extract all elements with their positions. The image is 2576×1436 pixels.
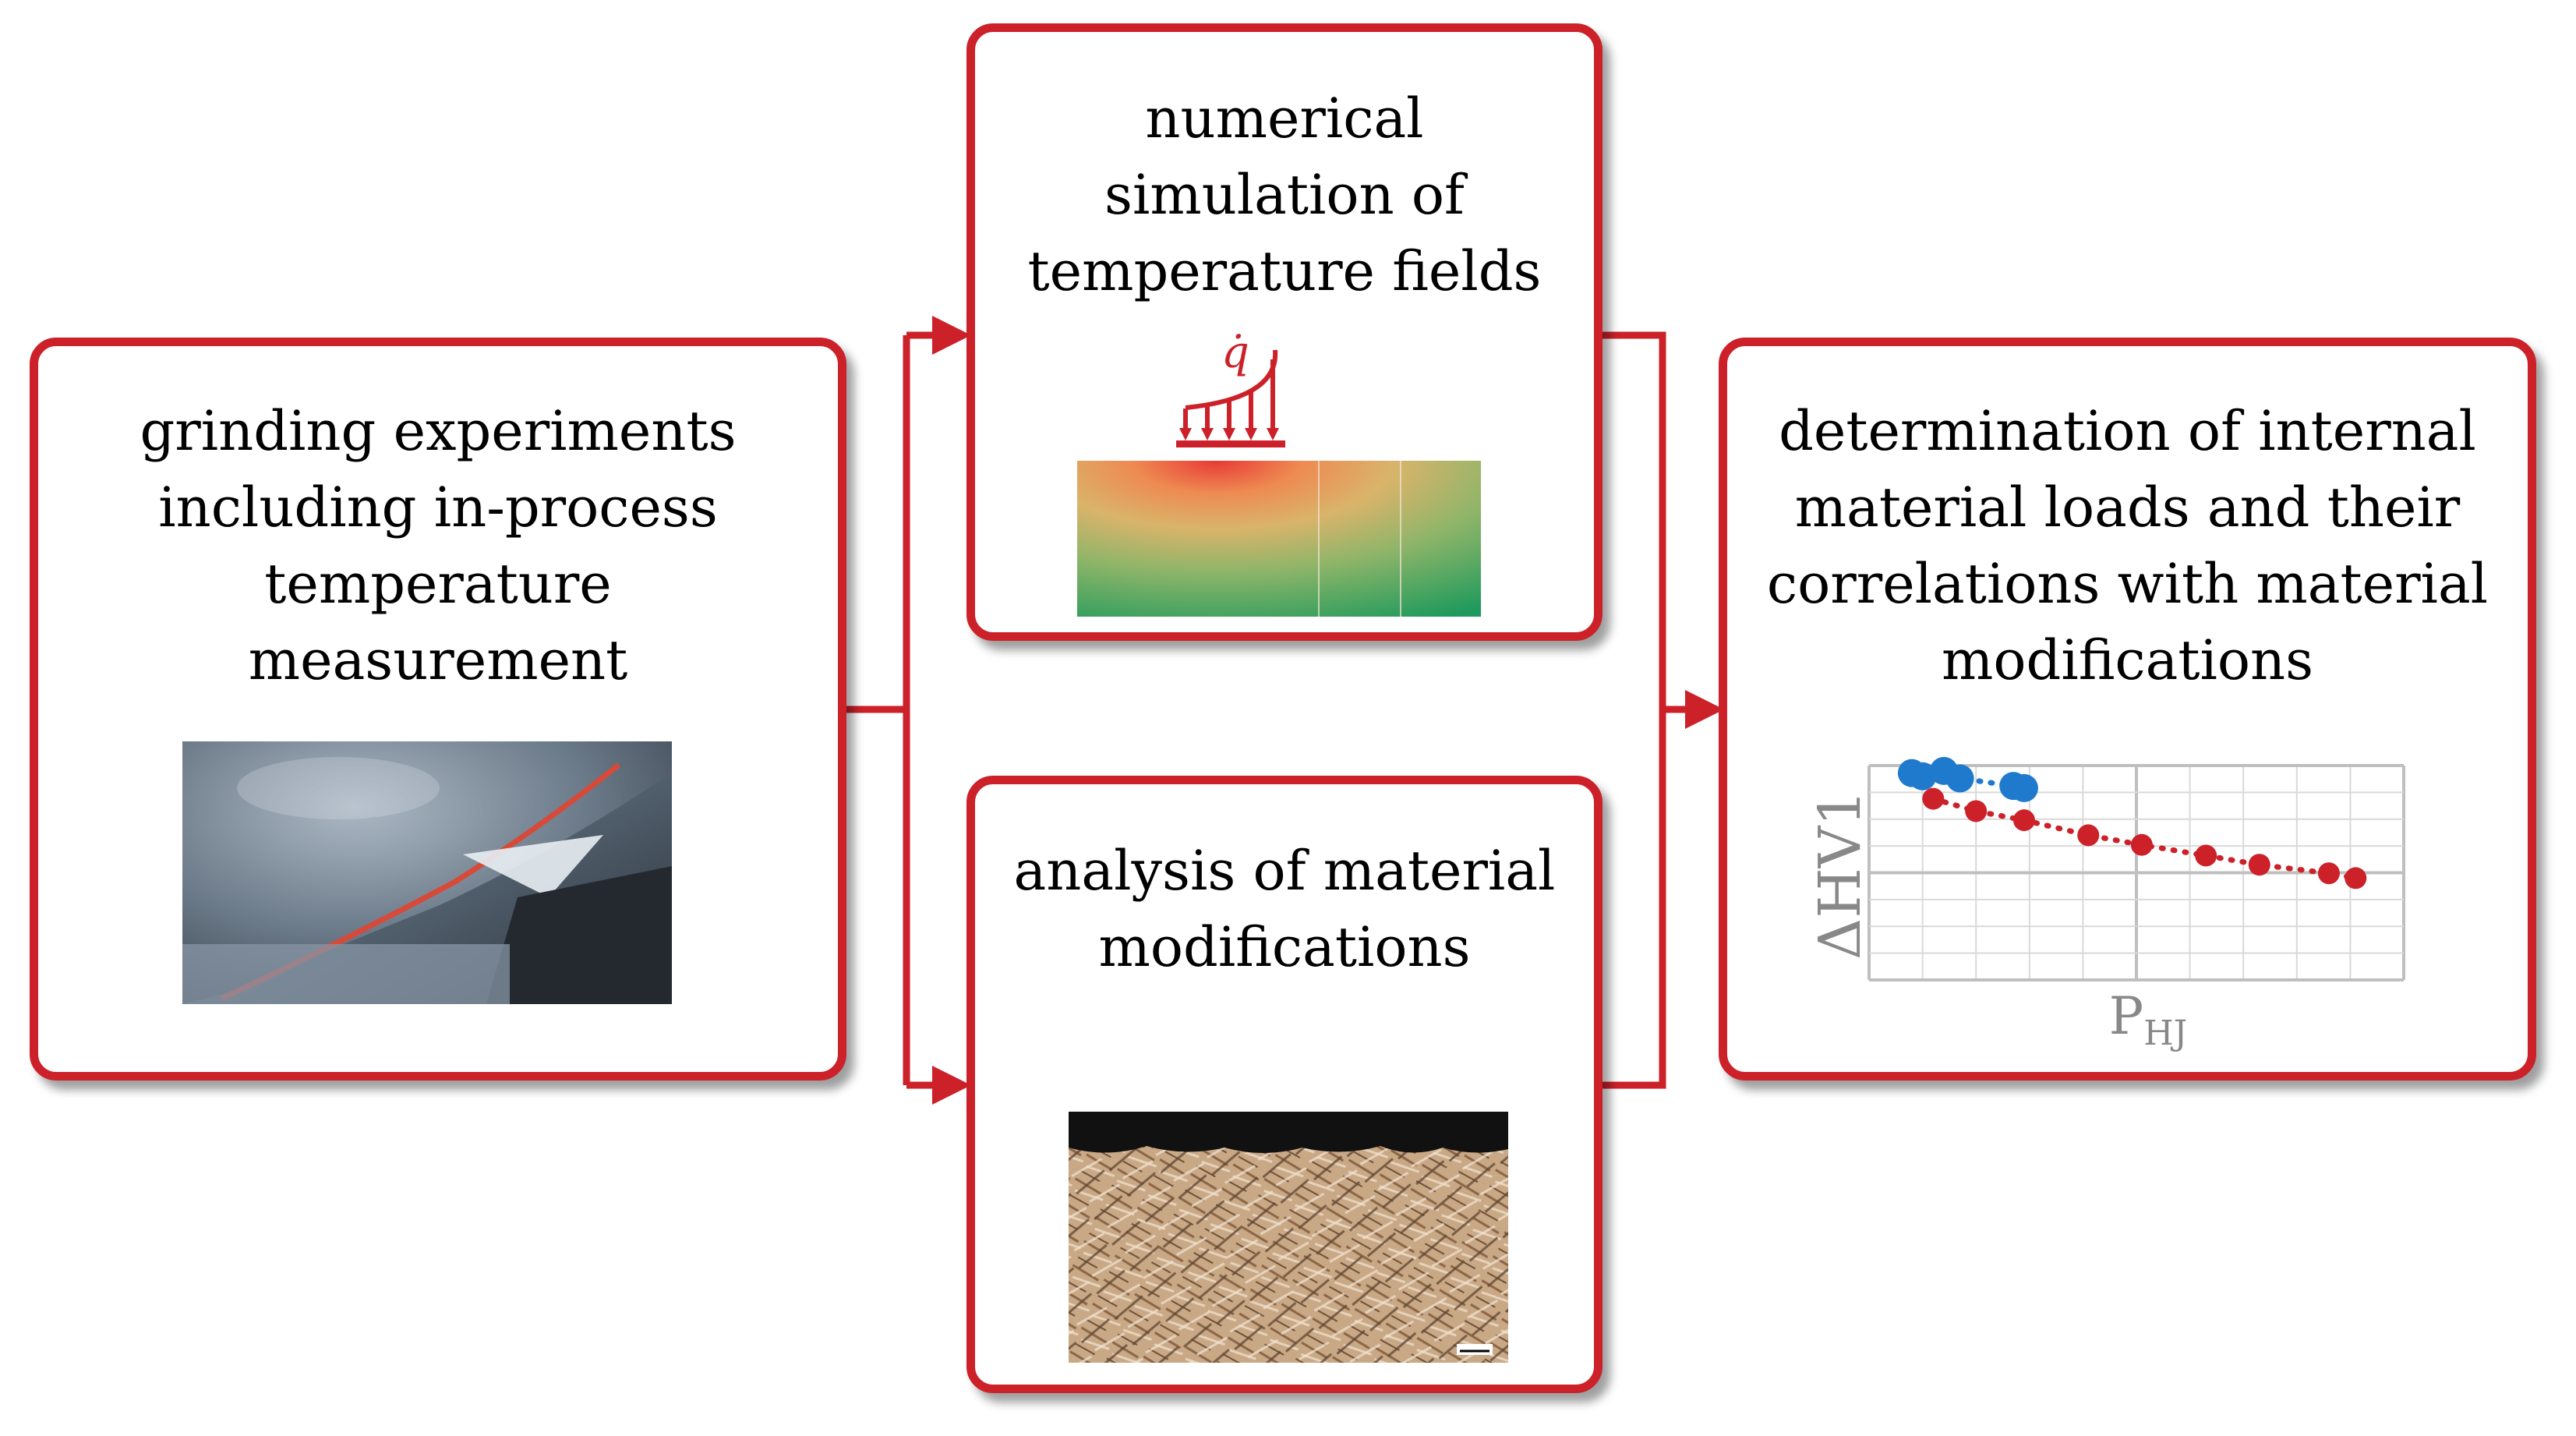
series-2-data-point <box>1965 800 1988 822</box>
series-1-data-point <box>2009 773 2038 802</box>
temperature-field-simulation: q̇ <box>1077 327 1481 617</box>
grinding-process-photo <box>182 741 672 1004</box>
x-axis-label-subscript: HJ <box>2143 1013 2187 1053</box>
numerical-simulation-box: numerical simulation of temperature fiel… <box>966 23 1602 641</box>
series-1-data-point <box>1945 764 1974 793</box>
micrograph-image <box>1069 1112 1508 1363</box>
arrow-right-icon <box>932 316 971 355</box>
y-axis-label: ΔHV1 <box>1807 790 1874 960</box>
chart-grid <box>1868 764 2405 982</box>
analysis-box-title: analysis of material modifications <box>1013 839 1556 979</box>
series-2-data-point <box>2012 809 2035 832</box>
heat-flux-load-icon <box>1176 349 1285 447</box>
grinding-box-title: grinding experiments including in-proces… <box>140 399 737 692</box>
heat-flux-symbol: q̇ <box>1221 327 1249 378</box>
series-2-data-point <box>2317 862 2340 885</box>
series-2-data-point <box>2345 867 2367 890</box>
chart-series <box>1897 756 2367 890</box>
material-analysis-box: analysis of material modifications <box>966 776 1602 1393</box>
series-2-data-point <box>2248 854 2270 876</box>
arrow-right-icon <box>1685 690 1724 729</box>
series-2-data-point <box>2195 844 2217 867</box>
series-2-data-point <box>1922 787 1945 810</box>
hardness-correlation-chart: ΔHV1 PHJ <box>1807 756 2405 1053</box>
grinding-experiments-box: grinding experiments including in-proces… <box>30 338 846 1081</box>
series-1-data-point <box>1908 762 1937 791</box>
arrow-right-icon <box>932 1066 971 1105</box>
x-axis-label: PHJ <box>2109 986 2187 1053</box>
x-axis-label-main: P <box>2109 986 2143 1046</box>
determination-box: determination of internal material loads… <box>1719 338 2536 1081</box>
determination-box-title: determination of internal material loads… <box>1766 399 2489 692</box>
simulation-box-title: numerical simulation of temperature fiel… <box>1027 87 1542 303</box>
connector-grinding-split <box>843 335 910 1085</box>
connector-merge <box>1599 331 1687 1089</box>
series-2-data-point <box>2077 824 2100 847</box>
series-2-data-point <box>2130 833 2153 856</box>
